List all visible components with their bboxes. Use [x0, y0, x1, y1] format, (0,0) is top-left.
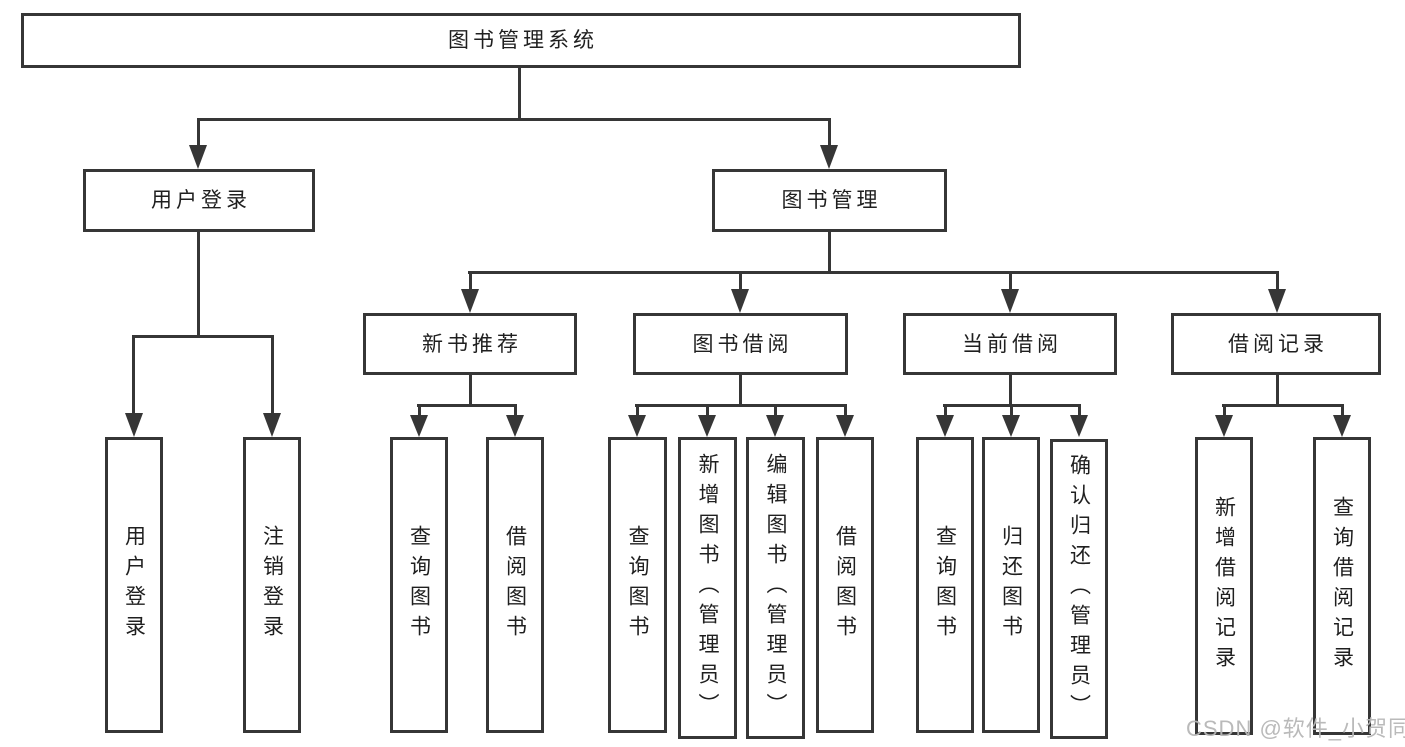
- connector: [1078, 404, 1081, 415]
- arrowhead-icon: [263, 413, 281, 437]
- connector: [1009, 271, 1012, 291]
- leaf-label: 借阅图书: [503, 525, 527, 645]
- arrowhead-icon: [461, 289, 479, 313]
- connector: [636, 404, 639, 415]
- connector: [944, 404, 947, 415]
- csdn-watermark: CSDN @软件_小贺同学: [1186, 716, 1405, 741]
- arrowhead-icon: [1333, 415, 1351, 437]
- connector: [844, 404, 847, 415]
- connector: [739, 375, 742, 407]
- node-library-system: 图书管理系统: [21, 13, 1021, 68]
- connector: [1276, 271, 1279, 291]
- connector: [739, 271, 742, 291]
- leaf-label: 查询借阅记录: [1330, 496, 1354, 676]
- leaf-label: 查询图书: [933, 525, 957, 645]
- connector: [1341, 404, 1344, 415]
- connector: [1223, 404, 1226, 415]
- leaf-label: 编辑图书（管理员）: [764, 453, 787, 723]
- connector: [132, 335, 274, 338]
- leaf-query-books-recommend: 查询图书: [390, 437, 448, 733]
- connector: [468, 271, 1279, 274]
- node-user-login: 用户登录: [83, 169, 315, 232]
- leaf-return-book: 归还图书: [982, 437, 1040, 733]
- leaf-label: 查询图书: [407, 525, 431, 645]
- node-current-borrow: 当前借阅: [903, 313, 1117, 375]
- leaf-edit-book-admin: 编辑图书（管理员）: [746, 437, 805, 739]
- leaf-add-borrow-record: 新增借阅记录: [1195, 437, 1253, 735]
- leaf-label: 归还图书: [999, 525, 1023, 645]
- arrowhead-icon: [820, 145, 838, 169]
- node-borrow-records: 借阅记录: [1171, 313, 1381, 375]
- leaf-confirm-return-admin: 确认归还（管理员）: [1050, 439, 1108, 739]
- connector: [197, 118, 200, 147]
- leaf-user-login: 用户登录: [105, 437, 163, 733]
- arrowhead-icon: [628, 415, 646, 437]
- leaf-label: 确认归还（管理员）: [1067, 454, 1091, 724]
- leaf-label: 借阅图书: [833, 525, 857, 645]
- connector: [1222, 404, 1343, 407]
- connector: [417, 404, 516, 407]
- connector: [635, 404, 846, 407]
- connector: [1010, 404, 1013, 415]
- leaf-add-book-admin: 新增图书（管理员）: [678, 437, 737, 739]
- node-new-book-recommend: 新书推荐: [363, 313, 577, 375]
- connector: [828, 232, 831, 274]
- node-book-management: 图书管理: [712, 169, 947, 232]
- leaf-label: 用户登录: [122, 525, 146, 645]
- arrowhead-icon: [731, 289, 749, 313]
- arrowhead-icon: [410, 415, 428, 437]
- connector: [271, 335, 274, 415]
- arrowhead-icon: [936, 415, 954, 437]
- arrowhead-icon: [1215, 415, 1233, 437]
- connector: [1009, 375, 1012, 407]
- leaf-label: 新增图书（管理员）: [696, 453, 719, 723]
- connector: [1276, 375, 1279, 407]
- connector: [197, 118, 831, 121]
- arrowhead-icon: [1001, 289, 1019, 313]
- connector: [828, 118, 831, 147]
- arrowhead-icon: [698, 415, 716, 437]
- connector: [706, 404, 709, 415]
- leaf-borrow-books-borrow: 借阅图书: [816, 437, 874, 733]
- leaf-borrow-books-recommend: 借阅图书: [486, 437, 544, 733]
- arrowhead-icon: [125, 413, 143, 437]
- leaf-logout: 注销登录: [243, 437, 301, 733]
- connector: [132, 335, 135, 415]
- arrowhead-icon: [766, 415, 784, 437]
- connector: [514, 404, 517, 415]
- leaf-query-books-current: 查询图书: [916, 437, 974, 733]
- connector: [469, 271, 472, 291]
- arrowhead-icon: [1070, 415, 1088, 437]
- connector: [774, 404, 777, 415]
- arrowhead-icon: [1268, 289, 1286, 313]
- arrowhead-icon: [836, 415, 854, 437]
- leaf-query-borrow-record: 查询借阅记录: [1313, 437, 1371, 735]
- arrowhead-icon: [1002, 415, 1020, 437]
- leaf-label: 查询图书: [626, 525, 649, 645]
- leaf-query-books-borrow: 查询图书: [608, 437, 667, 733]
- leaf-label: 新增借阅记录: [1212, 496, 1236, 676]
- node-book-borrow: 图书借阅: [633, 313, 848, 375]
- leaf-label: 注销登录: [260, 525, 284, 645]
- connector: [518, 67, 521, 120]
- connector: [469, 375, 472, 407]
- arrowhead-icon: [189, 145, 207, 169]
- arrowhead-icon: [506, 415, 524, 437]
- connector: [197, 232, 200, 338]
- connector: [418, 404, 421, 415]
